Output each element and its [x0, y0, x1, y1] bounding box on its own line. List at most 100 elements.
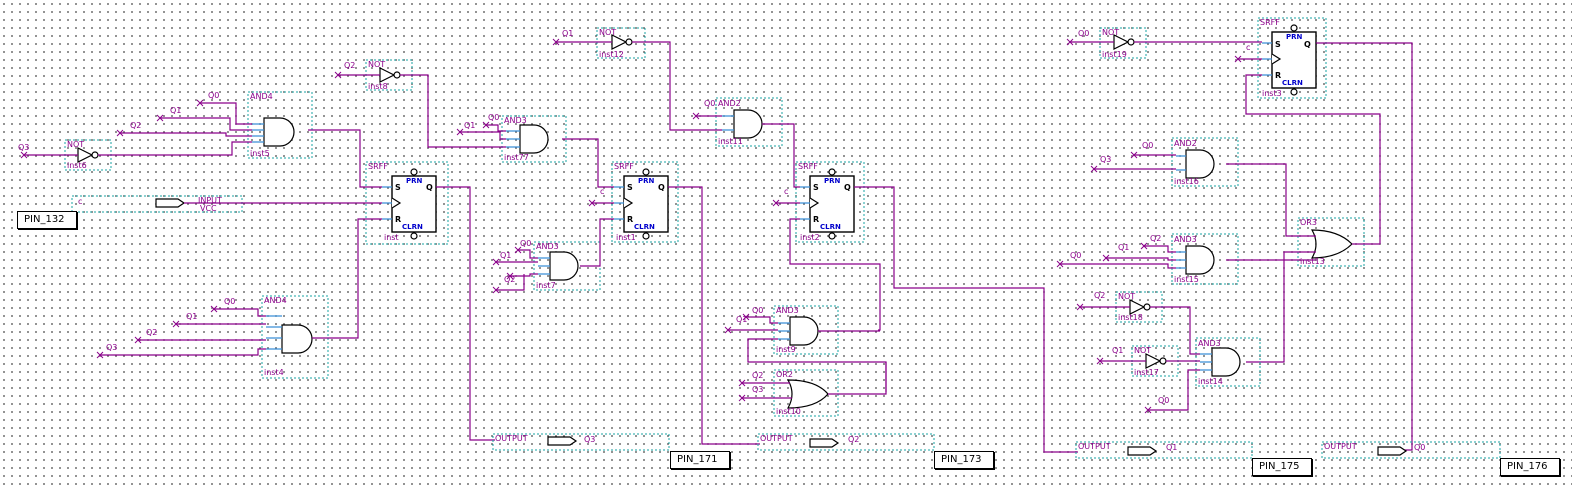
pin-label-pin132[interactable]: PIN_132 — [17, 211, 77, 229]
svg-text:Q0: Q0 — [1414, 443, 1425, 452]
or3-gate-inst13[interactable]: OR3 inst13 — [1297, 217, 1365, 267]
output-q2[interactable]: OUTPUT Q2 — [757, 433, 935, 451]
svg-text:PRN: PRN — [638, 177, 655, 185]
svg-text:c: c — [1246, 43, 1250, 52]
svg-text:SRFF: SRFF — [368, 162, 388, 171]
svg-text:Q0: Q0 — [704, 99, 715, 108]
svg-text:Q2: Q2 — [504, 275, 515, 284]
svg-text:NOT: NOT — [1102, 28, 1119, 37]
svg-text:Q0: Q0 — [208, 91, 219, 100]
svg-text:inst5: inst5 — [250, 149, 270, 158]
svg-text:inst15: inst15 — [1174, 275, 1199, 284]
svg-text:AND3: AND3 — [1198, 339, 1221, 348]
svg-text:Q0: Q0 — [520, 239, 531, 248]
svg-text:Q: Q — [1304, 40, 1311, 49]
svg-text:Q3: Q3 — [752, 385, 763, 394]
srff-inst[interactable]: SRFF S R Q PRN CLRN inst — [365, 161, 449, 245]
svg-text:Q2: Q2 — [146, 328, 157, 337]
svg-text:inst6: inst6 — [67, 161, 87, 170]
svg-text:CLRN: CLRN — [1282, 79, 1303, 87]
not-gate-inst19[interactable]: NOT inst19 — [1099, 27, 1147, 59]
svg-text:AND4: AND4 — [250, 92, 273, 101]
srff-inst2[interactable]: SRFF S R Q PRN CLRN inst2 — [795, 161, 865, 243]
svg-text:Q0: Q0 — [488, 113, 499, 122]
svg-text:inst4: inst4 — [264, 368, 284, 377]
pin-label-text: PIN_173 — [941, 454, 982, 465]
svg-text:CLRN: CLRN — [820, 223, 841, 231]
svg-text:AND3: AND3 — [536, 242, 559, 251]
svg-text:S: S — [627, 183, 633, 192]
or2-gate-inst10[interactable]: OR2 inst10 — [773, 369, 839, 417]
svg-text:PRN: PRN — [1286, 33, 1303, 41]
and2-gate-inst11[interactable]: AND2 inst11 — [715, 97, 783, 147]
pin-label-text: PIN_175 — [1259, 461, 1300, 472]
output-q1[interactable]: OUTPUT Q1 — [1075, 441, 1253, 459]
and3-gate-inst15[interactable]: AND3 inst15 — [1171, 233, 1239, 285]
output-q3[interactable]: OUTPUT Q3 — [492, 433, 670, 451]
svg-text:NOT: NOT — [368, 60, 385, 69]
svg-text:Q1: Q1 — [736, 315, 747, 324]
pin-label-pin173[interactable]: PIN_173 — [934, 451, 994, 469]
svg-text:inst19: inst19 — [1102, 50, 1127, 59]
not-gate-inst12[interactable]: NOT inst12 — [596, 27, 646, 59]
svg-text:Q3: Q3 — [106, 343, 117, 352]
and4-gate-inst4[interactable]: AND4 inst4 — [261, 295, 329, 379]
and4-gate-inst5[interactable]: AND4 inst5 — [247, 91, 313, 159]
svg-text:S: S — [813, 183, 819, 192]
and3-gate-inst9[interactable]: AND3 inst9 — [773, 305, 839, 355]
svg-text:Q2: Q2 — [1150, 234, 1161, 243]
svg-text:AND3: AND3 — [504, 116, 527, 125]
svg-text:S: S — [395, 183, 401, 192]
svg-text:OUTPUT: OUTPUT — [1324, 442, 1357, 451]
svg-text:AND3: AND3 — [1174, 235, 1197, 244]
svg-text:inst77: inst77 — [504, 153, 529, 162]
and3-gate-inst14[interactable]: AND3 inst14 — [1195, 337, 1261, 387]
svg-text:Q1: Q1 — [1166, 443, 1177, 452]
svg-text:R: R — [1275, 71, 1281, 80]
svg-text:Q1: Q1 — [186, 312, 197, 321]
svg-text:NOT: NOT — [1134, 346, 1151, 355]
svg-text:Q1: Q1 — [1112, 346, 1123, 355]
srff-inst3[interactable]: SRFF S R Q PRN CLRN inst3 — [1257, 17, 1327, 99]
svg-text:R: R — [627, 215, 633, 224]
output-q0[interactable]: OUTPUT Q0 — [1321, 441, 1501, 459]
svg-text:R: R — [395, 215, 401, 224]
pin-label-text: PIN_176 — [1507, 461, 1548, 472]
svg-text:Q1: Q1 — [562, 29, 573, 38]
svg-text:NOT: NOT — [67, 140, 84, 149]
svg-text:Q1: Q1 — [170, 106, 181, 115]
svg-text:inst11: inst11 — [718, 137, 743, 146]
svg-text:Q3: Q3 — [18, 143, 29, 152]
svg-text:CLRN: CLRN — [402, 223, 423, 231]
svg-text:AND2: AND2 — [1174, 139, 1197, 148]
pin-label-text: PIN_171 — [677, 454, 718, 465]
and2-gate-inst16[interactable]: AND2 inst16 — [1171, 137, 1239, 187]
and3-gate-inst7[interactable]: AND3 inst7 — [533, 241, 601, 291]
svg-text:OR2: OR2 — [776, 370, 793, 379]
svg-text:inst17: inst17 — [1134, 368, 1159, 377]
input-pin-c[interactable]: c INPUT VCC — [71, 195, 243, 213]
pin-label-pin176[interactable]: PIN_176 — [1500, 458, 1560, 476]
svg-text:inst9: inst9 — [776, 345, 796, 354]
svg-text:S: S — [1275, 40, 1281, 49]
svg-text:c: c — [784, 187, 788, 196]
svg-text:VCC: VCC — [200, 204, 217, 213]
svg-text:Q1: Q1 — [464, 121, 475, 130]
pin-label-text: PIN_132 — [24, 214, 65, 225]
svg-text:inst16: inst16 — [1174, 177, 1199, 186]
svg-text:Q: Q — [844, 183, 851, 192]
svg-text:Q2: Q2 — [130, 121, 141, 130]
pin-label-pin175[interactable]: PIN_175 — [1252, 458, 1312, 476]
svg-text:inst8: inst8 — [368, 82, 388, 91]
svg-text:inst10: inst10 — [776, 407, 801, 416]
svg-text:inst12: inst12 — [599, 50, 624, 59]
srff-inst1[interactable]: SRFF S R Q PRN CLRN inst1 — [611, 161, 679, 243]
and3-gate-inst77[interactable]: AND3 inst77 — [501, 115, 567, 163]
svg-text:Q2: Q2 — [1094, 291, 1105, 300]
svg-text:inst7: inst7 — [536, 281, 556, 290]
svg-text:Q3: Q3 — [584, 435, 595, 444]
svg-text:Q0: Q0 — [1142, 141, 1153, 150]
svg-text:Q1: Q1 — [1118, 243, 1129, 252]
pin-label-pin171[interactable]: PIN_171 — [670, 451, 730, 469]
